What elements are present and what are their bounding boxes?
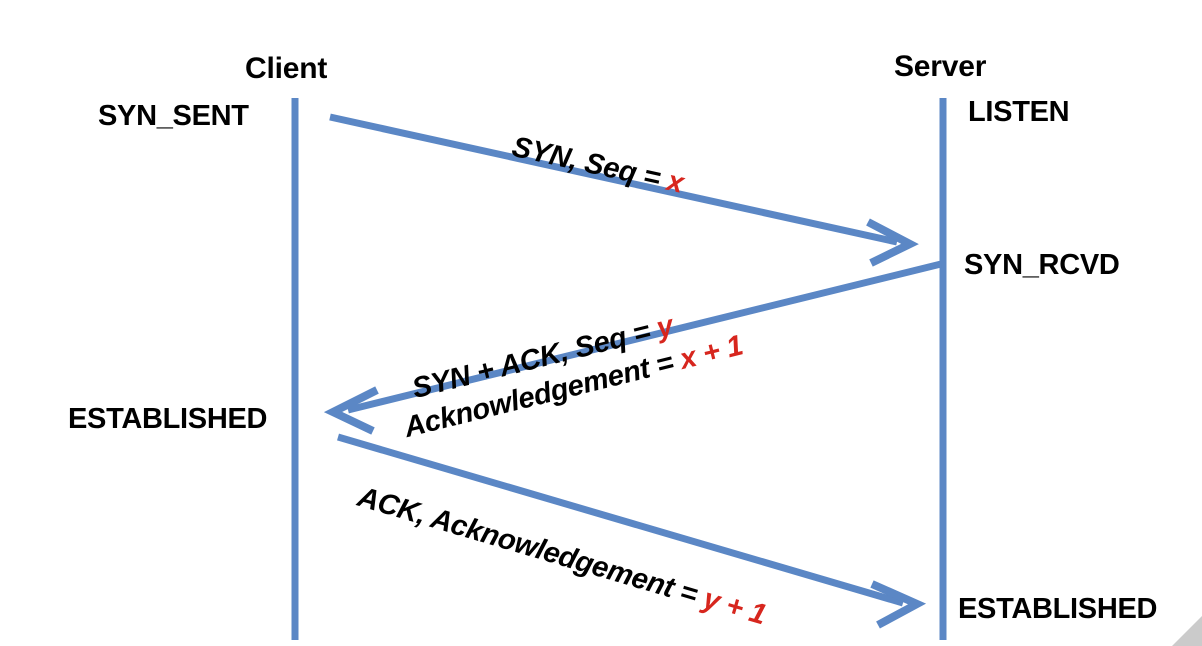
state-server-syn-rcvd: SYN_RCVD [964,249,1120,281]
corner-fold-mark [1172,616,1202,646]
message-arrow-syn [329,113,919,267]
lifeline-title-server: Server [894,50,987,83]
state-client-syn-sent: SYN_SENT [98,100,249,132]
state-server-listen: LISTEN [968,96,1070,128]
state-client-established: ESTABLISHED [68,403,268,435]
lifeline-title-client: Client [245,52,328,85]
message-arrow-ack [337,433,927,629]
state-server-established: ESTABLISHED [958,593,1158,625]
message-arrow-syn-ack [323,260,942,435]
